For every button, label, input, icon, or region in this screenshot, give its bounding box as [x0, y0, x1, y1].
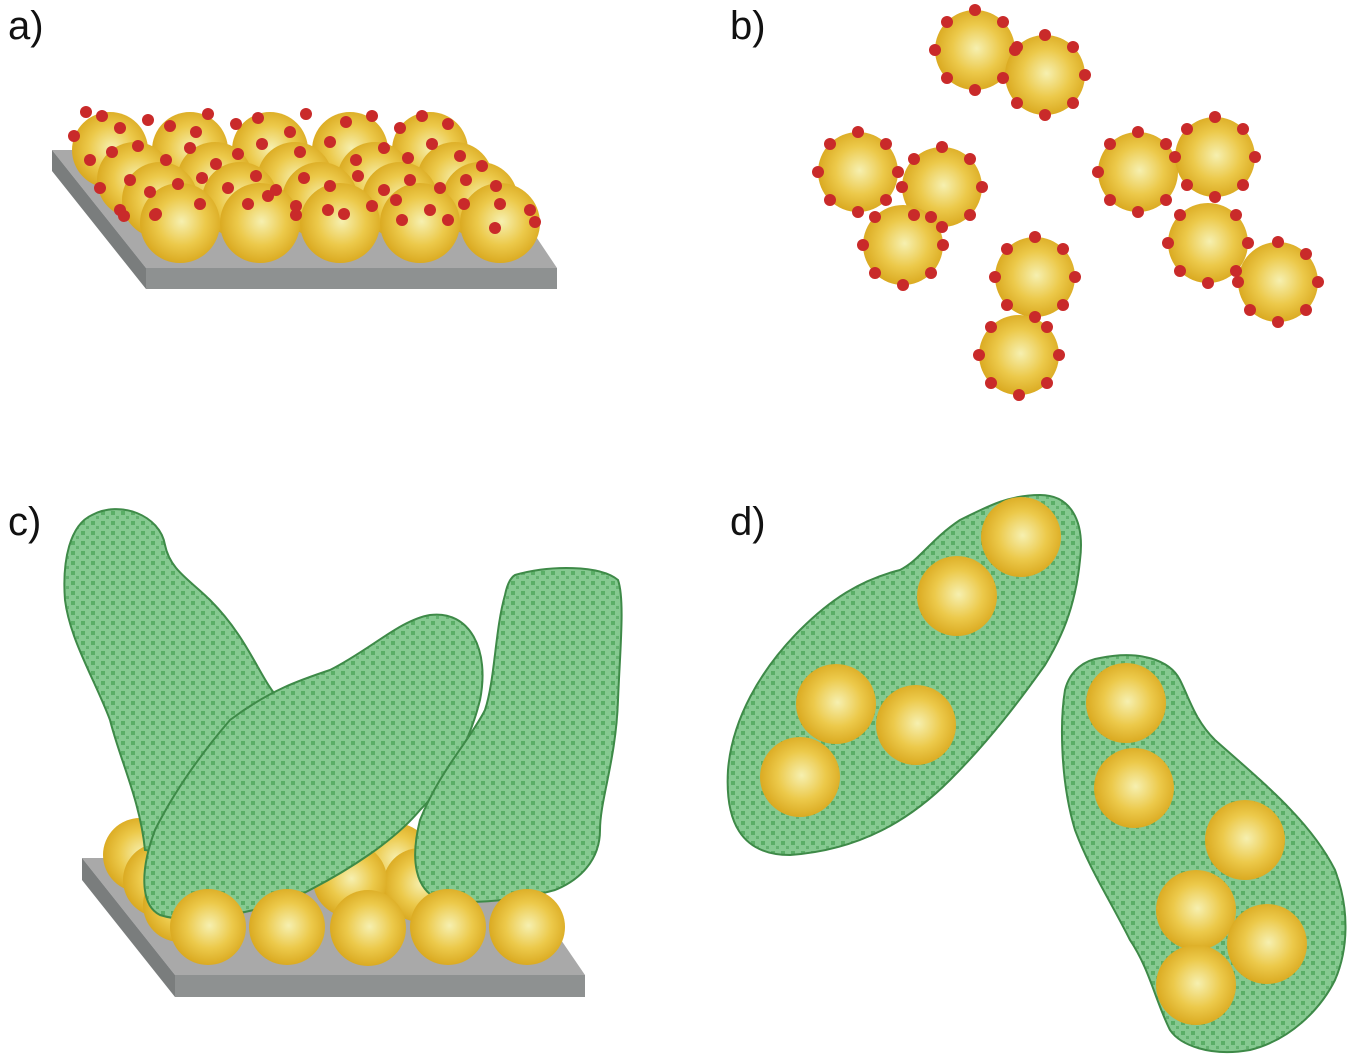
panel-label-d: d): [730, 500, 766, 544]
panel-c: [63, 508, 623, 997]
substrate-front: [146, 268, 557, 289]
front-nanoparticles: [170, 889, 565, 966]
substrate-front: [175, 975, 585, 997]
substrate-side: [52, 150, 146, 289]
ligand-dots: [68, 106, 541, 234]
panel-b: [812, 4, 1324, 401]
panel-d: [726, 493, 1347, 1054]
ligand-dots: [812, 4, 1324, 401]
substrate-side: [82, 858, 175, 997]
panel-label-c: c): [8, 500, 42, 544]
panel-label-a: a): [8, 4, 44, 48]
capped-nanoparticles: [818, 10, 1318, 395]
internalized-nanoparticles: [760, 497, 1307, 1025]
panel-a: [52, 106, 557, 289]
panel-label-b: b): [730, 4, 766, 48]
